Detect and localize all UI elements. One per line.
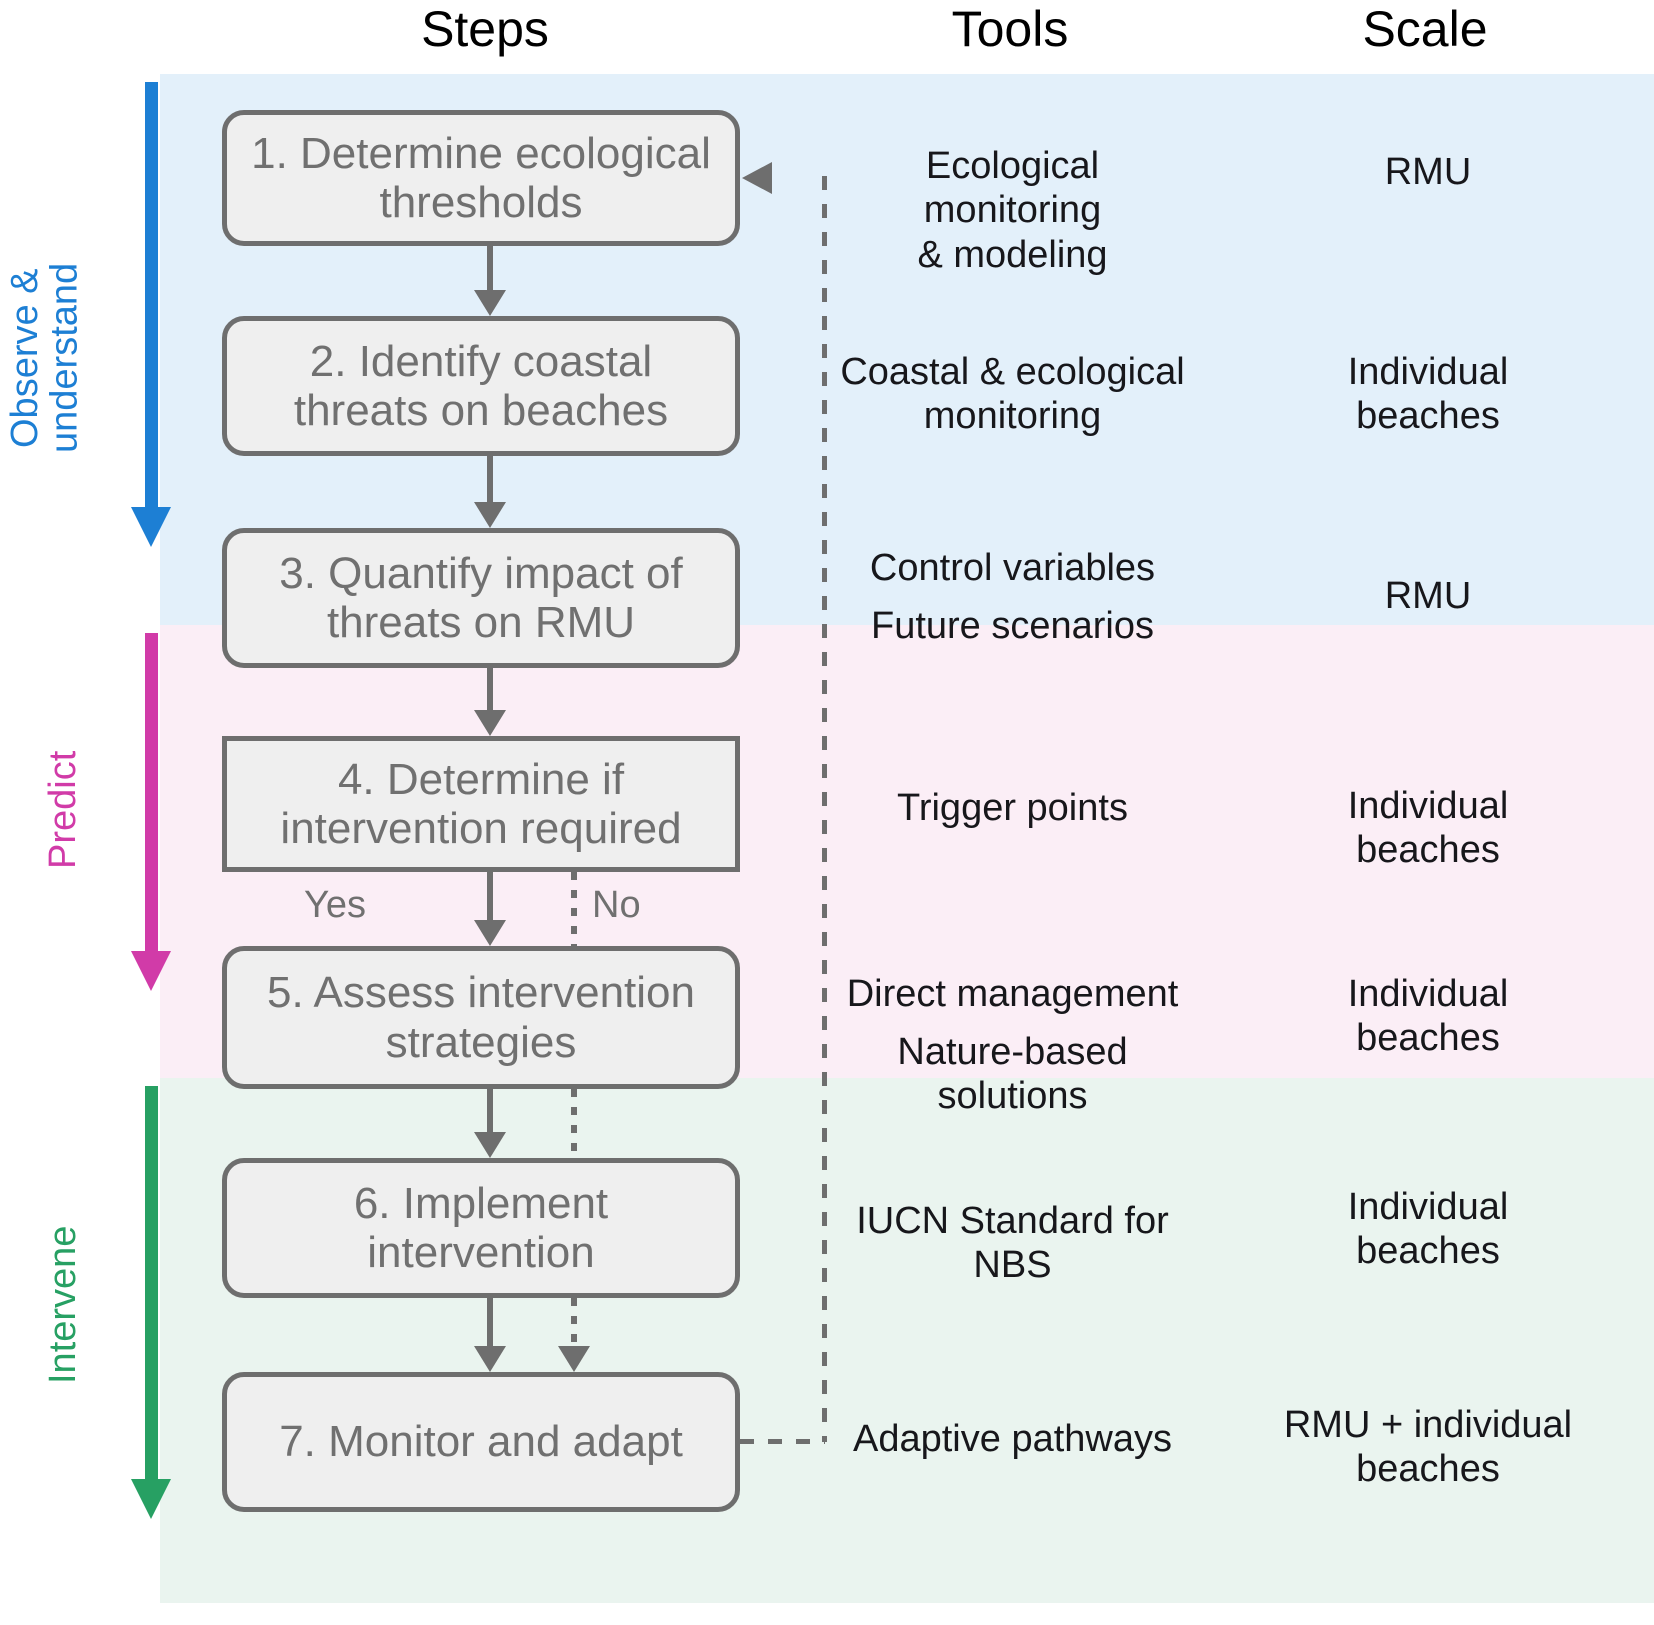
tool-text-5: Trigger points: [897, 787, 1128, 829]
step-box-7[interactable]: 7. Monitor and adapt: [222, 1372, 740, 1512]
connector-arrow-3-4: [474, 668, 506, 736]
branch-label-no: No: [592, 884, 641, 926]
phase-arrow-predict: [131, 633, 171, 991]
connector-shaft: [487, 246, 493, 290]
arrowhead-down-icon: [474, 1132, 506, 1158]
scale-text-6: Individual beaches: [1347, 1186, 1509, 1273]
feedback-arrowhead-left-icon: [742, 162, 772, 194]
phase-label-predict: Predict: [42, 750, 84, 870]
connector-shaft: [487, 1089, 493, 1132]
connector-shaft: [487, 456, 493, 502]
phase-arrow-head: [131, 507, 171, 547]
step-box-6[interactable]: 6. Implement intervention: [222, 1158, 740, 1298]
bypass-dotted-segment-5-6: [571, 1089, 577, 1158]
feedback-loop-horizontal: [740, 1439, 825, 1444]
tool-text-2: Coastal & ecological monitoring: [840, 351, 1185, 438]
phase-label-observe: Observe & understand: [4, 262, 86, 454]
arrowhead-down-icon: [474, 502, 506, 528]
phase-label-intervene: Intervene: [42, 1225, 84, 1385]
scale-text-2: Individual beaches: [1347, 351, 1509, 438]
connector-arrow-1-2: [474, 246, 506, 316]
connector-shaft: [487, 668, 493, 710]
connector-shaft: [487, 872, 493, 920]
step-box-5[interactable]: 5. Assess intervention strategies: [222, 946, 740, 1089]
bypass-dotted-segment-4-5: [571, 872, 577, 946]
tool-text-7: Nature-based solutions: [897, 1031, 1128, 1118]
tool-text-3: Control variables: [869, 547, 1156, 589]
scale-text-4: Individual beaches: [1347, 785, 1509, 872]
phase-arrow-shaft: [145, 633, 158, 951]
column-header-scale: Scale: [1362, 1, 1488, 57]
column-header-steps: Steps: [421, 1, 549, 57]
phase-arrow-intervene: [131, 1086, 171, 1519]
step-box-4-decision[interactable]: 4. Determine if intervention required: [222, 736, 740, 872]
arrowhead-down-icon: [474, 1346, 506, 1372]
scale-text-5: Individual beaches: [1347, 973, 1509, 1060]
scale-text-3: RMU: [1384, 575, 1472, 617]
tool-text-6: Direct management: [846, 973, 1179, 1015]
connector-arrow-6-7: [474, 1298, 506, 1372]
tool-text-1: Ecological monitoring & modeling: [917, 145, 1108, 276]
phase-arrow-head: [131, 1479, 171, 1519]
tool-text-9: Adaptive pathways: [853, 1418, 1172, 1460]
connector-arrow-4-5-yes: [474, 872, 506, 946]
step-box-3[interactable]: 3. Quantify impact of threats on RMU: [222, 528, 740, 668]
arrowhead-down-icon: [474, 710, 506, 736]
scale-text-1: RMU: [1384, 151, 1472, 193]
scale-text-7: RMU + individual beaches: [1283, 1404, 1573, 1491]
phase-arrow-shaft: [145, 1086, 158, 1479]
column-header-tools: Tools: [951, 1, 1069, 57]
branch-label-yes: Yes: [304, 884, 366, 926]
connector-arrow-2-3: [474, 456, 506, 528]
feedback-loop-vertical: [822, 176, 827, 1442]
connector-arrow-5-6: [474, 1089, 506, 1158]
arrowhead-down-icon: [474, 920, 506, 946]
phase-arrow-head: [131, 951, 171, 991]
step-box-1[interactable]: 1. Determine ecological thresholds: [222, 110, 740, 246]
phase-band-intervene: [160, 1078, 1654, 1603]
phase-arrow-shaft: [145, 82, 158, 507]
phase-arrow-observe: [131, 82, 171, 547]
connector-shaft: [487, 1298, 493, 1346]
bypass-dotted-segment-6-7: [571, 1298, 577, 1346]
tool-text-8: IUCN Standard for NBS: [856, 1200, 1169, 1287]
bypass-arrowhead-down-icon: [558, 1346, 590, 1372]
step-box-2[interactable]: 2. Identify coastal threats on beaches: [222, 316, 740, 456]
arrowhead-down-icon: [474, 290, 506, 316]
tool-text-4: Future scenarios: [870, 605, 1154, 647]
